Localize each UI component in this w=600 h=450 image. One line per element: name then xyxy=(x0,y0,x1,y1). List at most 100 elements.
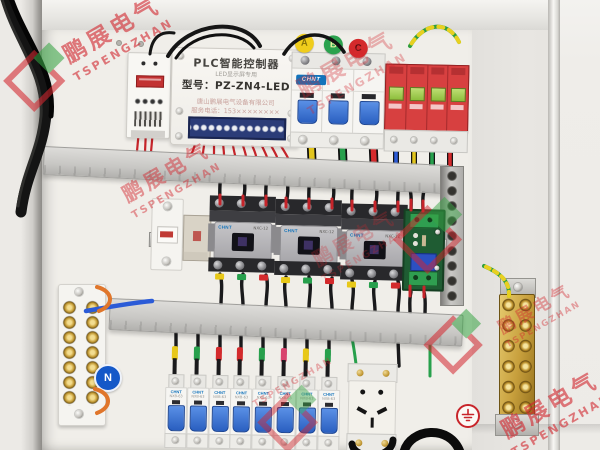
standoff-screw xyxy=(434,265,440,271)
toggle-slot xyxy=(299,92,314,98)
screw xyxy=(163,202,172,211)
phase-tag-green xyxy=(237,273,247,281)
plc-controller: PLC智能控制器 LED显示屏专用 型号：PZ-ZN4-LED 唐山鹏展电气设备… xyxy=(169,46,302,148)
terminal-screw xyxy=(362,56,372,67)
terminal-screw xyxy=(172,437,179,444)
branch-breaker: CHNT NXB-63 xyxy=(164,374,188,449)
panel-hole xyxy=(116,40,122,46)
screw xyxy=(162,257,171,266)
spd-module xyxy=(426,65,449,134)
terminal-screw xyxy=(235,260,245,271)
brass-bar xyxy=(499,294,535,418)
phase-tag-red xyxy=(324,277,335,285)
breaker-face: CHNT NXB-63 xyxy=(208,387,231,437)
terminal-screw xyxy=(257,261,267,271)
breaker-toggle[interactable] xyxy=(167,405,185,432)
fuse-window xyxy=(156,226,179,244)
breaker-model: NXB-63 xyxy=(169,394,183,399)
socket-outlet xyxy=(344,363,398,450)
socket-slot-left xyxy=(356,406,368,415)
contactor-face: CHNT NXC-12 xyxy=(279,224,339,265)
terminal-screw xyxy=(298,135,307,144)
breaker-toggle[interactable] xyxy=(320,407,338,434)
breaker-toggle[interactable] xyxy=(189,405,207,432)
breaker-bottom-terminals xyxy=(289,131,385,150)
breaker-model: NXB-63 xyxy=(191,394,205,399)
breaker-bottom-terminal xyxy=(207,433,231,450)
terminal-hole xyxy=(414,217,420,223)
branch-breakers: CHNT NXB-63 CHNT NXB-63 xyxy=(164,374,345,450)
phase-marker-a: A xyxy=(294,33,315,53)
contactor-row: CHNT NXC-12 xyxy=(148,192,450,299)
phase-tag-yellow xyxy=(280,276,291,284)
toggle-slot xyxy=(280,402,290,407)
ground-terminal-bar xyxy=(492,278,540,438)
contactor-top-terminals xyxy=(341,203,408,220)
terminal-screw xyxy=(303,439,310,446)
capacitor xyxy=(413,232,419,239)
neutral-label-sticker: N xyxy=(94,364,122,392)
psu-vents xyxy=(134,111,163,127)
top-device-row: PLC智能控制器 LED显示屏专用 型号：PZ-ZN4-LED 唐山鹏展电气设备… xyxy=(123,33,472,167)
contactor-indicator-window xyxy=(363,240,386,260)
terminal-screw xyxy=(281,380,288,387)
wire-ferrule-yellow xyxy=(171,346,178,361)
breaker-toggle[interactable] xyxy=(211,405,229,433)
breaker-toggle[interactable] xyxy=(276,406,294,434)
breaker-toggle[interactable] xyxy=(328,100,349,125)
phase-tag-yellow xyxy=(215,273,225,280)
breaker-toggle[interactable] xyxy=(298,407,316,434)
pole-divider xyxy=(352,69,355,134)
plc-phone: 服务电话：153×××××××× xyxy=(191,106,280,117)
terminal-screw xyxy=(450,137,457,144)
breaker-toggle[interactable] xyxy=(254,406,273,433)
contactor-top-terminals xyxy=(275,198,342,216)
wire-ferrule-green xyxy=(193,346,200,361)
terminal-screw xyxy=(390,136,397,143)
breaker-toggle[interactable] xyxy=(297,99,318,125)
spd-cap xyxy=(451,67,466,76)
terminal-screw xyxy=(237,438,244,445)
wire-ferrule-yellow xyxy=(302,348,309,363)
branch-breaker: CHNT NXB-63 xyxy=(229,375,253,450)
terminal-screw xyxy=(389,269,399,279)
breaker-toggle[interactable] xyxy=(359,100,380,126)
phase-tag-red xyxy=(259,274,269,281)
terminal-screw xyxy=(302,202,312,212)
terminal-screw xyxy=(367,268,377,279)
branch-breaker: CHNT NXB-63 xyxy=(316,376,340,450)
branch-breaker: CHNT NXB-63 xyxy=(294,376,319,450)
terminal-screw xyxy=(172,378,179,385)
capacitor xyxy=(412,240,418,247)
neutral-terminal-bar xyxy=(56,280,106,428)
terminal-screw xyxy=(281,439,288,446)
psu-din-foot xyxy=(130,130,166,138)
mounting-bracket xyxy=(495,414,539,436)
pcb-relay xyxy=(410,252,437,272)
spd-cap xyxy=(389,66,404,74)
fuse-holder xyxy=(150,198,184,271)
phase-tag-red xyxy=(390,282,401,289)
plc-terminal-strip xyxy=(187,116,287,141)
terminal-screw xyxy=(368,206,378,217)
spd-body xyxy=(384,63,470,136)
contactor-3: CHNT NXC-12 xyxy=(339,203,409,289)
spd-status-window xyxy=(430,87,446,102)
terminal-screw xyxy=(279,263,289,274)
spd-label xyxy=(430,104,444,110)
breaker-face: CHNT NXB-63 xyxy=(229,388,253,437)
window-glint xyxy=(237,237,247,247)
phase-tag-green xyxy=(368,281,379,289)
spd-module xyxy=(385,64,408,133)
terminal-hole xyxy=(413,274,419,281)
terminal-screw xyxy=(300,55,310,65)
earth-icon xyxy=(461,408,475,422)
relay-base xyxy=(183,251,208,261)
breaker-model: NXB-63 xyxy=(278,395,292,401)
breaker-face: CHNT NXB-63 xyxy=(295,389,319,438)
breaker-toggle[interactable] xyxy=(232,406,251,433)
window-glint xyxy=(303,240,313,250)
socket-face xyxy=(347,380,397,437)
terminal-screw xyxy=(215,378,223,385)
